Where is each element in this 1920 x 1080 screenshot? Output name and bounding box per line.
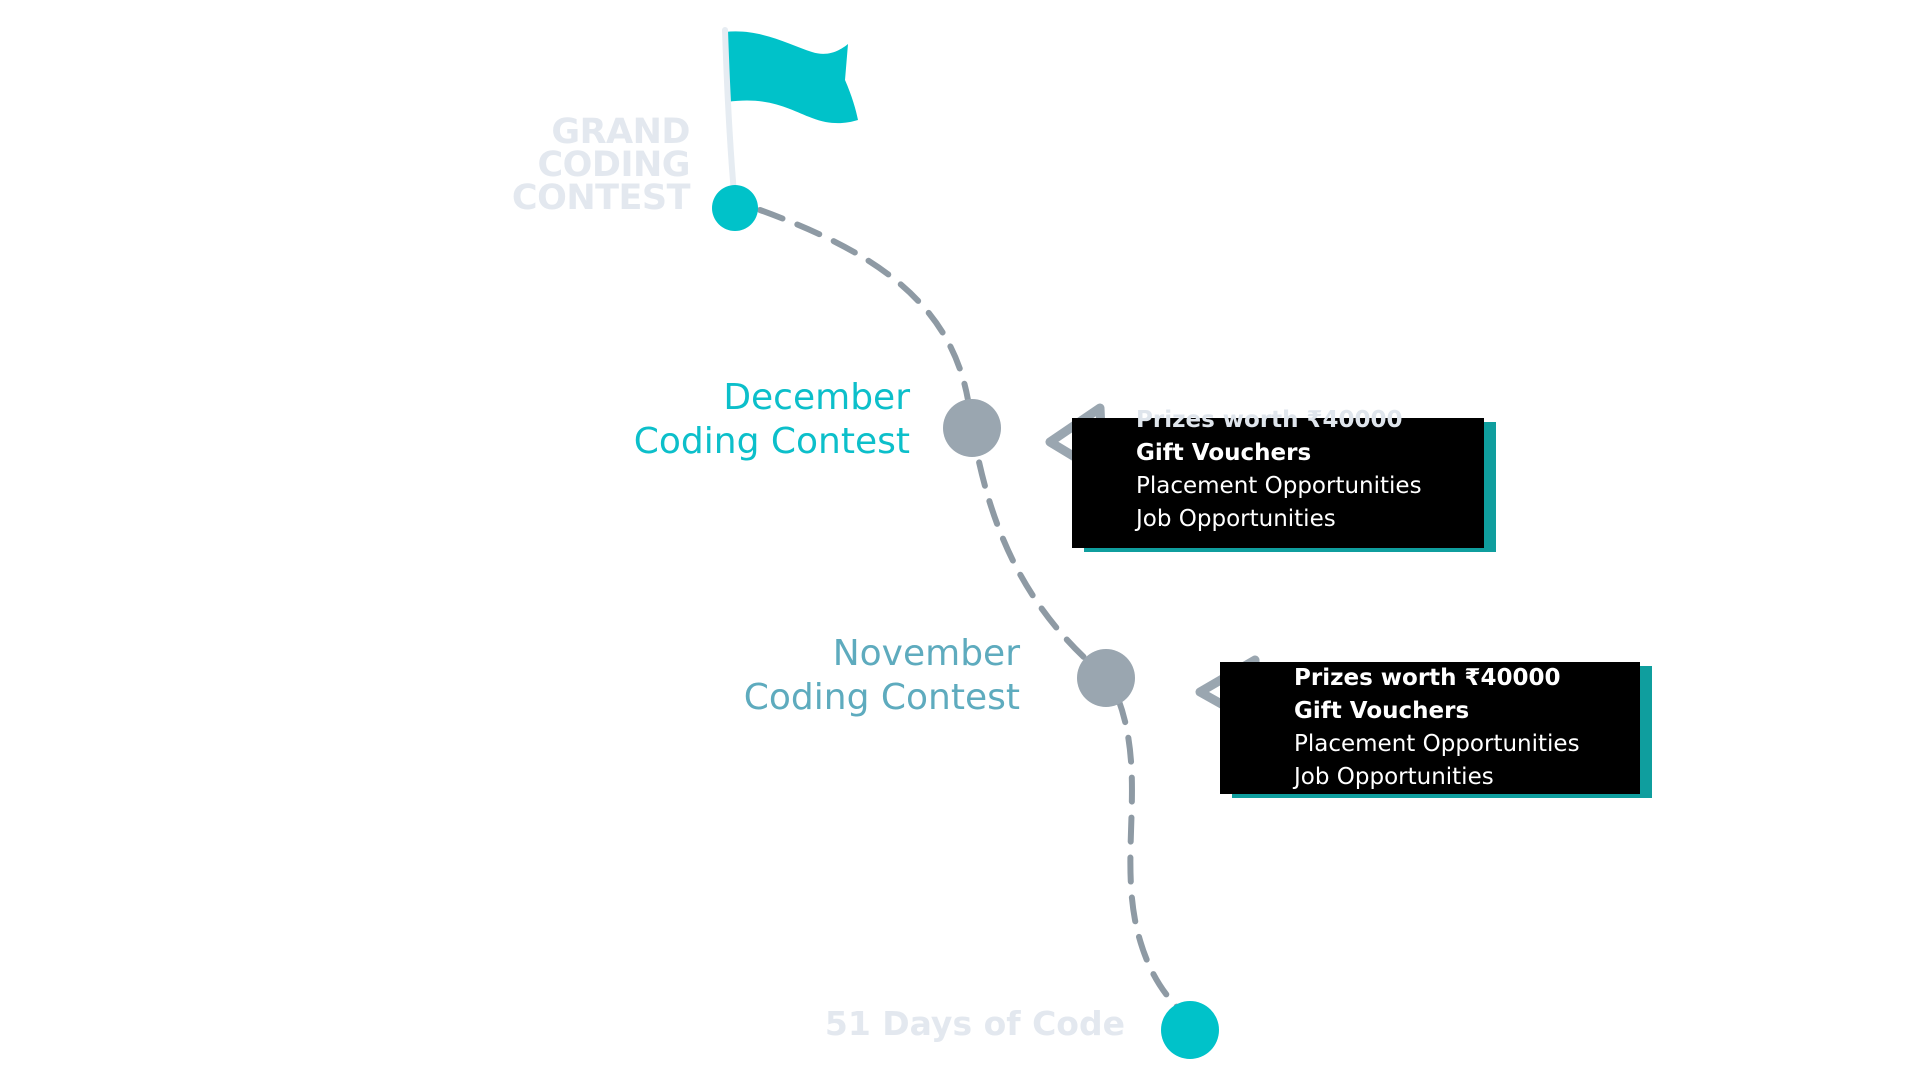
- grand-title-line: GRAND: [551, 112, 690, 152]
- november-title-line: November: [832, 633, 1020, 674]
- december-node: [943, 399, 1001, 457]
- prize-jobs: Job Opportunities: [1294, 764, 1494, 790]
- november-contest-title: November Coding Contest: [670, 632, 1020, 720]
- december-title-line: Coding Contest: [633, 421, 910, 462]
- grand-title-line: CODING: [537, 145, 690, 185]
- prize-gift-vouchers: Gift Vouchers: [1136, 440, 1312, 466]
- dashed-path: [757, 207, 1183, 1013]
- flag-icon: [722, 27, 858, 208]
- start-milestone-title: 51 Days of Code: [824, 1004, 1125, 1043]
- grand-contest-node: [712, 185, 758, 231]
- flag-cloth: [725, 31, 858, 124]
- prize-placement: Placement Opportunities: [1136, 473, 1422, 499]
- prize-amount: Prizes worth ₹40000: [1294, 665, 1561, 691]
- grand-title-line: CONTEST: [511, 178, 691, 218]
- november-node: [1077, 649, 1135, 707]
- grand-contest-title: GRAND CODING CONTEST: [480, 112, 691, 218]
- december-contest-title: December Coding Contest: [560, 376, 910, 464]
- prize-placement: Placement Opportunities: [1294, 731, 1580, 757]
- prize-jobs: Job Opportunities: [1136, 506, 1336, 532]
- prize-gift-vouchers: Gift Vouchers: [1294, 698, 1470, 724]
- start-node: [1161, 1001, 1219, 1059]
- november-title-line: Coding Contest: [743, 677, 1020, 718]
- december-title-line: December: [723, 377, 910, 418]
- december-prize-box: Prizes worth ₹40000 Gift Vouchers Placem…: [1072, 407, 1484, 548]
- november-prize-box: Prizes worth ₹40000 Gift Vouchers Placem…: [1220, 662, 1640, 794]
- prize-amount: Prizes worth ₹40000: [1136, 407, 1403, 433]
